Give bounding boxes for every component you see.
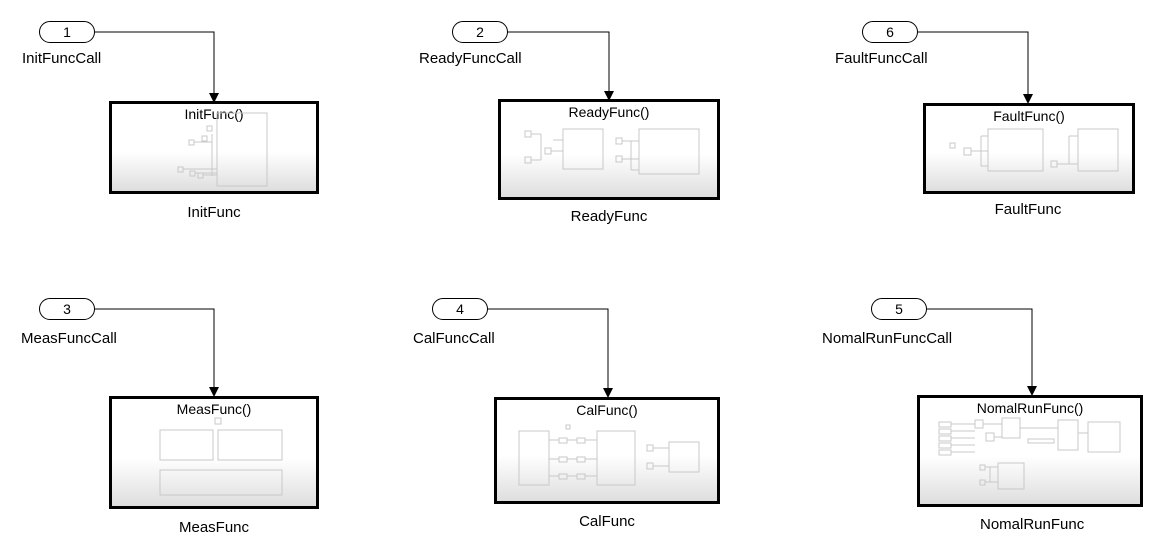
subsystem-nomalrunfunc[interactable]: NomalRunFunc() [917, 395, 1143, 507]
subsystem-thumbnail [112, 399, 316, 506]
inport-measfunccall[interactable]: 3 [39, 298, 95, 320]
subsystem-title: MeasFunc() [176, 401, 252, 417]
block-name: MeasFunc [178, 519, 250, 536]
block-name: InitFunc [187, 204, 241, 221]
block-name: CalFunc [579, 513, 635, 530]
inport-nomalrunfunccall[interactable]: 5 [871, 298, 927, 320]
inport-label: MeasFuncCall [21, 330, 117, 347]
inport-label: CalFuncCall [413, 330, 495, 347]
subsystem-title: FaultFunc() [993, 108, 1065, 124]
wire-readyfunccall[interactable] [507, 31, 614, 101]
subsystem-thumbnail [497, 400, 717, 501]
subsystem-measfunc[interactable]: MeasFunc() [109, 396, 319, 509]
wire-calfunccall[interactable] [487, 308, 613, 398]
block-name: FaultFunc [994, 201, 1062, 218]
subsystem-initfunc[interactable]: InitFunc() [109, 101, 319, 194]
block-name: NomalRunFunc [980, 516, 1085, 533]
inport-label: InitFuncCall [22, 50, 102, 67]
wire-measfunccall[interactable] [94, 308, 219, 397]
subsystem-thumbnail [501, 102, 717, 197]
subsystem-thumbnail [926, 106, 1132, 191]
subsystem-faultfunc[interactable]: FaultFunc() [923, 103, 1135, 194]
inport-faultfunccall[interactable]: 6 [862, 21, 918, 43]
wire-initfunccall[interactable] [94, 31, 219, 103]
subsystem-calfunc[interactable]: CalFunc() [494, 397, 720, 504]
inport-label: ReadyFuncCall [419, 50, 522, 67]
inport-label: NomalRunFuncCall [822, 330, 953, 347]
subsystem-title: ReadyFunc() [568, 104, 650, 120]
subsystem-thumbnail [112, 104, 316, 191]
inport-readyfunccall[interactable]: 2 [452, 21, 508, 43]
block-name: ReadyFunc [570, 208, 648, 225]
inport-label: FaultFuncCall [835, 50, 928, 67]
wire-faultfunccall[interactable] [917, 31, 1033, 104]
subsystem-thumbnail [920, 398, 1140, 504]
subsystem-title: CalFunc() [576, 402, 638, 418]
wire-nomalrunfunccall[interactable] [926, 308, 1037, 396]
subsystem-title: NomalRunFunc() [976, 400, 1084, 416]
subsystem-readyfunc[interactable]: ReadyFunc() [498, 99, 720, 200]
inport-initfunccall[interactable]: 1 [39, 21, 95, 43]
subsystem-title: InitFunc() [184, 106, 244, 122]
inport-calfunccall[interactable]: 4 [432, 298, 488, 320]
